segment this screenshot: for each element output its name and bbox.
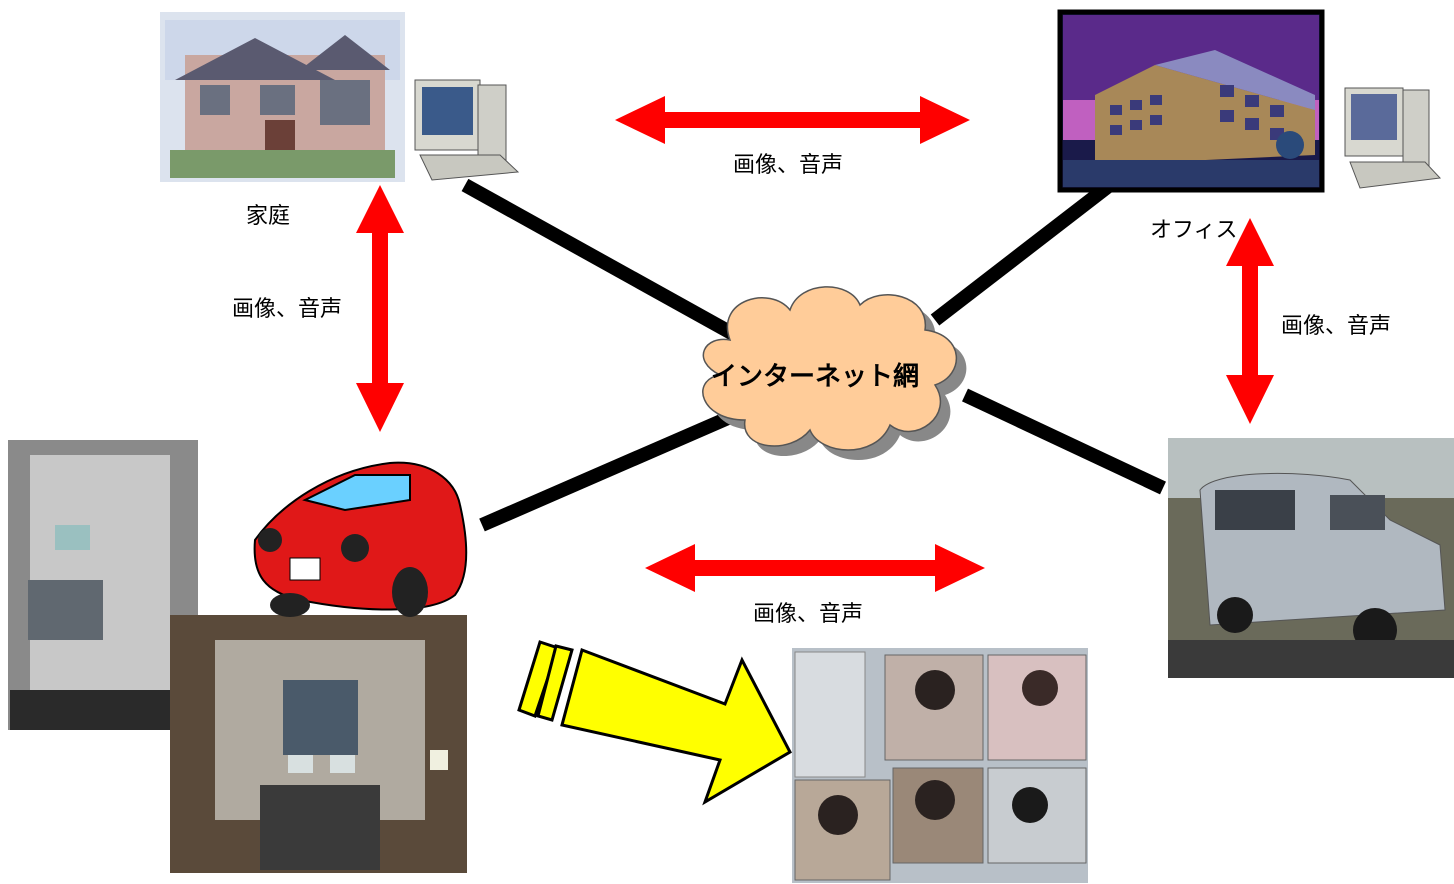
video-conference-screenshot bbox=[792, 648, 1088, 883]
car-interior-photo bbox=[170, 615, 467, 873]
home-label: 家庭 bbox=[246, 204, 291, 229]
house-photo bbox=[160, 12, 405, 182]
arrow-home-car bbox=[356, 185, 404, 432]
van-photo bbox=[1168, 438, 1454, 678]
link-line-car bbox=[479, 408, 738, 532]
office-building-image bbox=[1057, 9, 1325, 193]
zoom-arrow bbox=[517, 640, 792, 806]
link-line-office bbox=[930, 179, 1115, 326]
office-label: オフィス bbox=[1150, 218, 1238, 243]
cloud-label: インターネット網 bbox=[711, 361, 919, 392]
link-label-bottom: 画像、音声 bbox=[753, 602, 864, 627]
car-seat-monitor-photo bbox=[8, 440, 198, 730]
arrow-car-van bbox=[645, 544, 985, 592]
internet-cloud: インターネット網 bbox=[702, 286, 967, 460]
link-label-left: 画像、音声 bbox=[232, 297, 343, 322]
arrow-home-office bbox=[615, 96, 970, 144]
link-line-home bbox=[461, 178, 739, 342]
office-computer-icon bbox=[1344, 87, 1442, 189]
link-line-van bbox=[962, 388, 1166, 495]
arrow-office-van bbox=[1226, 218, 1274, 424]
link-label-top: 画像、音声 bbox=[733, 153, 844, 178]
home-computer-icon bbox=[414, 79, 520, 181]
link-label-right: 画像、音声 bbox=[1281, 314, 1392, 339]
red-car-image bbox=[253, 461, 468, 617]
